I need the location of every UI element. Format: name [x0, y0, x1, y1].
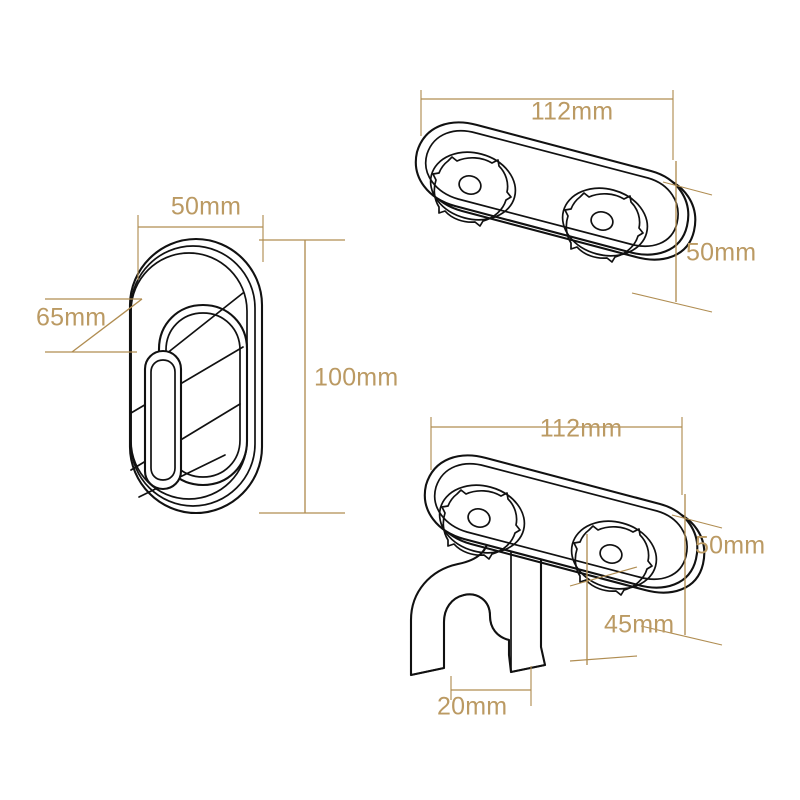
suction-cup-2 — [561, 187, 649, 263]
retaining-loop-inner — [150, 359, 176, 481]
dim-left-inner-leader — [71, 298, 143, 353]
part-double-suction-hook: 112mm 50mm 45mm 20mm — [409, 415, 765, 721]
dim-bottomright-width: 112mm — [430, 415, 683, 495]
oval-plate-outer-edge — [128, 237, 264, 515]
oval-plate-body — [128, 237, 264, 515]
dim-bottomright-height: 50mm — [640, 494, 765, 646]
suction-cup-3-center-hole — [467, 508, 491, 528]
dim-left-height: 100mm — [259, 239, 398, 514]
suction-cup-3-outer-ring — [438, 484, 526, 554]
suction-cup-2-center-hole — [590, 211, 614, 231]
dim-left-width-label: 50mm — [171, 193, 241, 221]
suction-cup-1-center-hole — [458, 175, 482, 195]
dim-bottomright-width-label: 112mm — [540, 415, 623, 443]
dim-bottomright-hook-width: 20mm — [437, 666, 532, 721]
dim-bottomright-hook-drop: 45mm — [569, 534, 674, 665]
hook-tip-dome — [443, 593, 510, 669]
suction-cup-3-tabbed-disc — [441, 489, 521, 560]
dim-bottomright-hook-drop-ext-bottom — [569, 655, 638, 662]
suction-cup-4-center-hole — [599, 544, 623, 564]
oval-plate-inner-edge — [130, 252, 248, 500]
dim-bottomright-height-label: 50mm — [695, 532, 765, 560]
suction-cup-3 — [438, 484, 526, 560]
dim-topright-width-label: 112mm — [531, 98, 614, 126]
dim-left-inner-label: 65mm — [36, 304, 106, 332]
dim-bottomright-height-ext-bottom — [640, 625, 723, 646]
dim-left-height-label: 100mm — [314, 364, 398, 392]
hook-shaft-bottom-edge — [510, 664, 546, 673]
retaining-loop-outer — [143, 349, 183, 491]
dim-topright-width: 112mm — [420, 90, 674, 160]
suction-cup-4 — [570, 520, 658, 596]
suction-cup-2-outer-ring — [561, 187, 649, 257]
suction-cup-4-tabbed-disc — [573, 525, 653, 596]
suction-cup-4-outer-ring — [570, 520, 658, 590]
dim-topright-height-ext-top — [662, 181, 713, 196]
grip-shade-line-4 — [138, 454, 226, 498]
dim-left-inner: 65mm — [36, 298, 143, 353]
oval-plate-mid-edge — [130, 245, 256, 507]
part-double-suction-plate: 112mm 50mm — [414, 90, 756, 313]
dim-topright-height-ext-bottom — [631, 292, 713, 313]
suction-cup-1-tabbed-disc — [432, 156, 512, 227]
grip-shade-line-1 — [165, 292, 244, 355]
dim-left-width: 50mm — [137, 193, 264, 280]
dim-topright-height: 50mm — [631, 161, 756, 313]
dim-bottomright-hook-drop-label: 45mm — [604, 611, 674, 639]
hook-arm — [409, 527, 547, 677]
suction-cup-1-outer-ring — [429, 151, 517, 221]
hook-plate-inner-contour — [433, 462, 688, 581]
dim-bottomright-hook-drop-ext-top — [569, 566, 638, 587]
plate-inner-contour — [424, 129, 679, 248]
part-oval-ring-holder: 50mm 100mm 65mm — [36, 193, 398, 515]
hook-tip-bottom-edge — [410, 667, 445, 676]
suction-cup-2-tabbed-disc — [564, 192, 644, 263]
suction-cup-1 — [429, 151, 517, 227]
oval-grip-ring-inner — [165, 312, 241, 478]
dim-bottomright-height-ext-top — [671, 514, 723, 529]
oval-retaining-loop — [143, 349, 183, 491]
dim-topright-height-label: 50mm — [686, 239, 756, 267]
dim-bottomright-hook-width-label: 20mm — [437, 693, 507, 721]
